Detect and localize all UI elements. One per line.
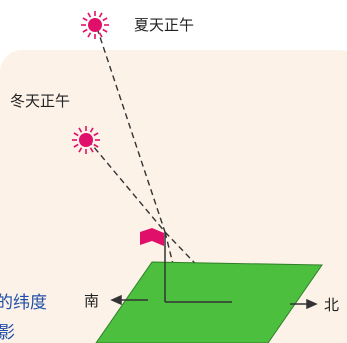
sun-icon bbox=[81, 11, 109, 39]
sun-ray bbox=[89, 127, 94, 133]
sun-ray bbox=[89, 147, 94, 153]
sun-ray bbox=[82, 17, 88, 22]
shadow-lines bbox=[164, 232, 232, 303]
south-label: 南 bbox=[84, 292, 99, 310]
sun-disc bbox=[88, 18, 102, 32]
sun-icon bbox=[72, 126, 100, 154]
sun-ray bbox=[102, 28, 108, 33]
winter-noon-label: 冬天正午 bbox=[10, 92, 70, 110]
sun-ray bbox=[87, 32, 92, 38]
sun-ray bbox=[93, 132, 99, 137]
sun-ray bbox=[102, 17, 108, 22]
sun-ray bbox=[93, 143, 99, 148]
sun-ray bbox=[73, 143, 79, 148]
sun-ray bbox=[82, 28, 88, 33]
arrow-left-head bbox=[110, 294, 122, 306]
sun-disc bbox=[79, 133, 93, 147]
summer-ray-to-pole bbox=[96, 27, 166, 233]
sun-ray bbox=[78, 147, 83, 153]
summer-noon-label: 夏天正午 bbox=[134, 16, 194, 34]
sun-ray bbox=[78, 127, 83, 133]
flag-icon bbox=[140, 228, 164, 246]
arrow-right-head bbox=[306, 298, 318, 310]
cut-text-line1: 的纬度 bbox=[0, 293, 47, 313]
sun-ray bbox=[73, 132, 79, 137]
sun-ray bbox=[98, 32, 103, 38]
sun-ray bbox=[98, 12, 103, 18]
north-label: 北 bbox=[324, 296, 339, 314]
cut-text-line2: 影 bbox=[0, 323, 15, 343]
sun-ray bbox=[87, 12, 92, 18]
direction-arrows bbox=[110, 294, 318, 310]
